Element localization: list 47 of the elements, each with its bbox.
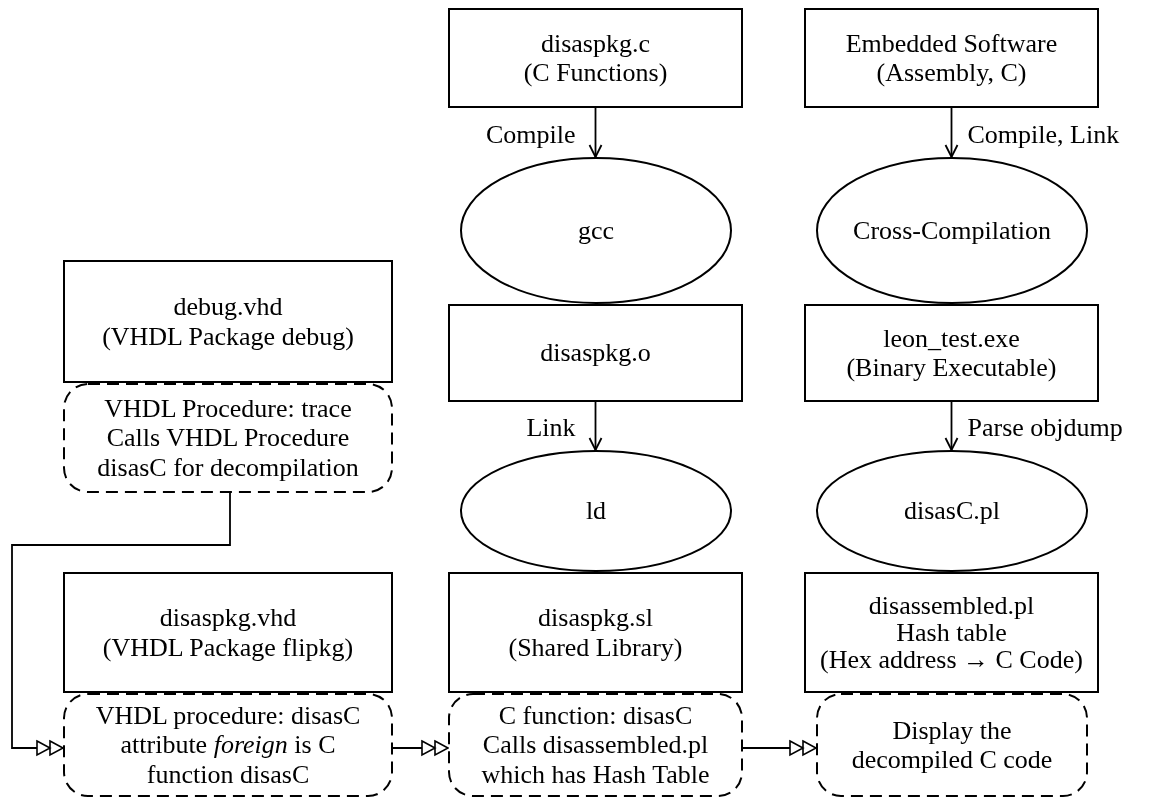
node-text: attribute foreign is C function disasC xyxy=(119,730,337,789)
node-text: gcc xyxy=(577,215,615,246)
node-text: ld xyxy=(585,496,607,526)
node-text: Hash table xyxy=(896,618,1007,647)
file-box xyxy=(63,260,393,383)
node-text: (VHDL Package debug) xyxy=(102,321,354,351)
node-text: debug.vhd xyxy=(173,292,283,322)
file-box xyxy=(804,8,1099,108)
node-text: Cross-Compilation xyxy=(853,215,1051,246)
node-text: (Assembly, C) xyxy=(876,58,1027,88)
file-box xyxy=(448,572,743,693)
arrow xyxy=(944,107,959,158)
file-box xyxy=(804,572,1099,693)
node-text: disassembled.pl xyxy=(868,591,1035,619)
node-text: disasC.pl xyxy=(903,496,1001,526)
tool-ellipse xyxy=(816,157,1088,304)
node-text: VHDL procedure: disasC xyxy=(95,701,361,731)
arrow xyxy=(588,107,603,158)
node-text: Display the decompiled C code xyxy=(850,715,1054,775)
node-text: Embedded Software xyxy=(845,28,1058,58)
procedure-box xyxy=(816,693,1088,797)
node-text: disaspkg.o xyxy=(540,338,651,368)
node-text: disaspkg.sl xyxy=(538,603,653,633)
tool-ellipse xyxy=(460,157,732,304)
node-text: disaspkg.c xyxy=(540,28,650,58)
procedure-box xyxy=(448,693,743,797)
procedure-box xyxy=(63,693,393,797)
node-text: disaspkg.vhd xyxy=(159,603,297,633)
file-box xyxy=(804,304,1099,402)
node-text: leon_test.exe xyxy=(883,323,1020,353)
node-text: Calls VHDL Procedure disasC for decompilation xyxy=(96,423,360,482)
node-text: (Binary Executable) xyxy=(846,353,1057,383)
node-text: (VHDL Package flipkg) xyxy=(102,632,354,662)
node-text: (Shared Library) xyxy=(508,632,683,662)
tool-ellipse xyxy=(460,450,732,572)
node-text: C function: disasC xyxy=(498,701,693,731)
node-text: (Hex address → C Code) xyxy=(820,646,1083,674)
arrow xyxy=(944,401,959,451)
node-text: Calls disassembled.pl which has Hash Table xyxy=(480,730,711,789)
tool-ellipse xyxy=(816,450,1088,572)
file-box xyxy=(448,304,743,402)
file-box xyxy=(448,8,743,108)
node-text: VHDL Procedure: trace xyxy=(104,394,352,424)
file-box xyxy=(63,572,393,693)
procedure-box xyxy=(63,383,393,493)
arrow xyxy=(588,401,603,451)
node-text: (C Functions) xyxy=(523,58,668,88)
